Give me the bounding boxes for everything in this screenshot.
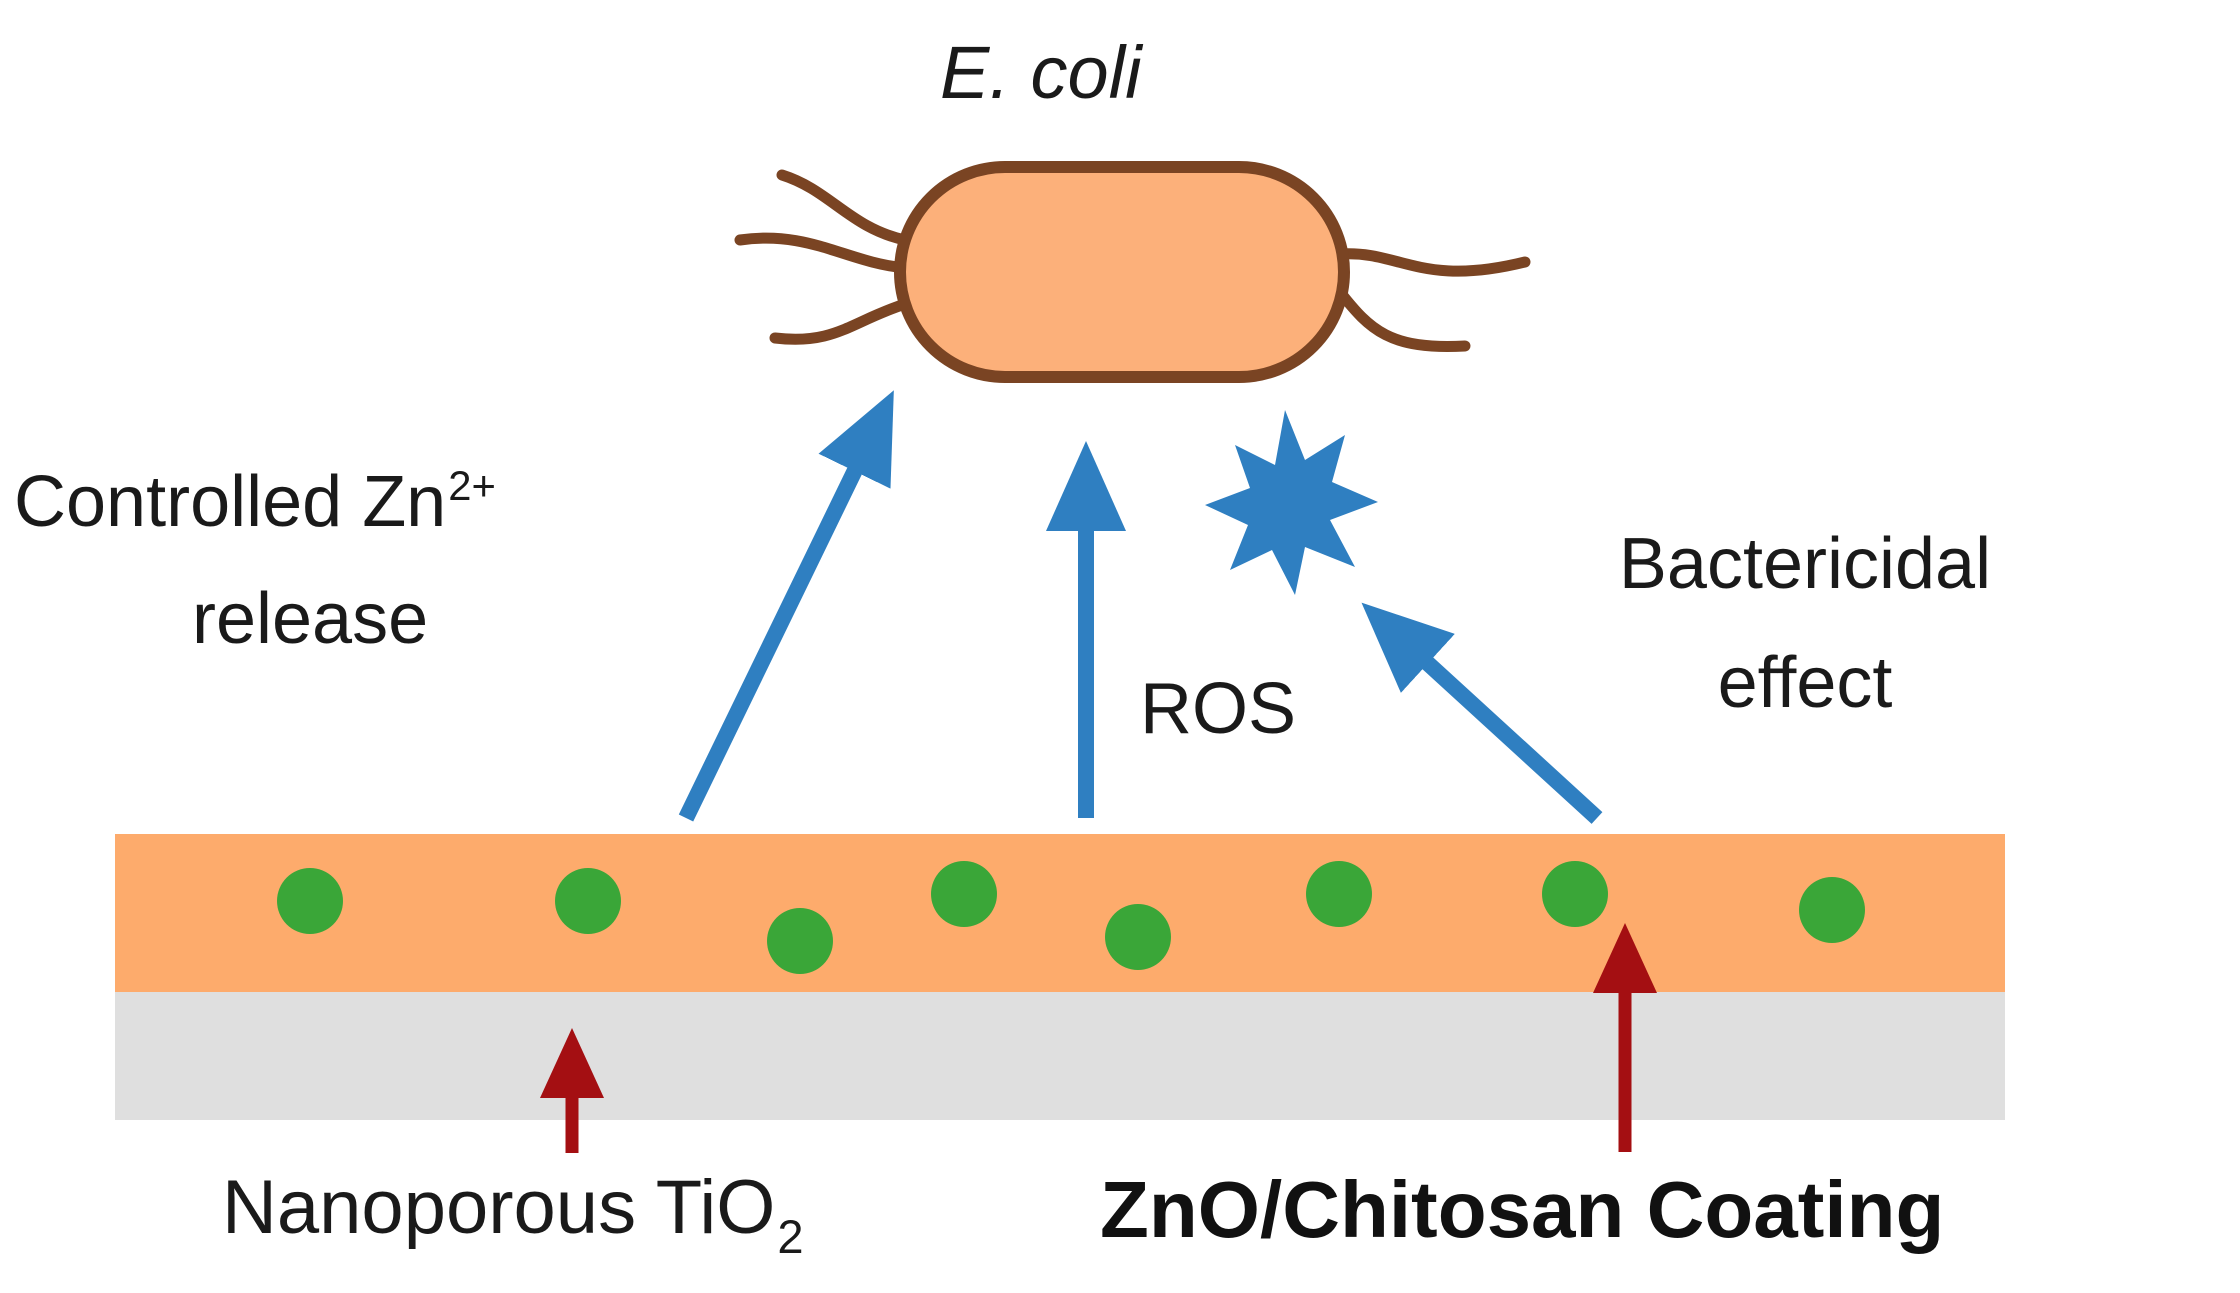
substrate-text: Nanoporous TiO — [222, 1165, 776, 1250]
zno-particles — [277, 861, 1865, 974]
ecoli-label: E. coli — [940, 31, 1142, 114]
ros-burst-icon — [1205, 410, 1378, 595]
nanoparticle — [767, 908, 833, 974]
flagellum — [776, 169, 911, 246]
zn-release-arrow — [678, 390, 894, 822]
flagellum — [734, 232, 911, 274]
substrate-label: Nanoporous TiO2 — [222, 1170, 804, 1260]
substrate-layer — [115, 990, 2005, 1120]
bactericidal-label-line2: effect — [1717, 643, 1893, 723]
nanoparticle — [931, 861, 997, 927]
zn-release-text: Controlled Zn — [14, 462, 447, 542]
ecoli-cell — [894, 161, 1350, 383]
bactericidal-arrow — [1361, 602, 1603, 824]
nanoparticle — [1306, 861, 1372, 927]
zn-release-line2: release — [192, 579, 429, 659]
flagellum — [769, 298, 911, 345]
nanoparticle — [555, 868, 621, 934]
flagellum — [1334, 286, 1471, 352]
blue-arrows — [678, 390, 1603, 824]
coating-label: ZnO/Chitosan Coating — [1100, 1165, 1945, 1254]
nanoparticle — [1105, 904, 1171, 970]
flagella — [734, 169, 1531, 352]
nanoparticle — [1542, 861, 1608, 927]
bactericidal-label: Bactericidal — [1618, 524, 1992, 604]
nanoparticle — [1799, 877, 1865, 943]
zn-charge: 2+ — [448, 462, 496, 510]
red-arrows — [540, 923, 1657, 1153]
nanoparticle — [277, 868, 343, 934]
zn-release-label: Controlled Zn2+ — [14, 465, 496, 538]
coating-layer — [115, 834, 2005, 992]
substrate-subscript: 2 — [777, 1209, 804, 1263]
flagellum — [1334, 248, 1531, 277]
ros-label: ROS — [1140, 669, 1297, 749]
